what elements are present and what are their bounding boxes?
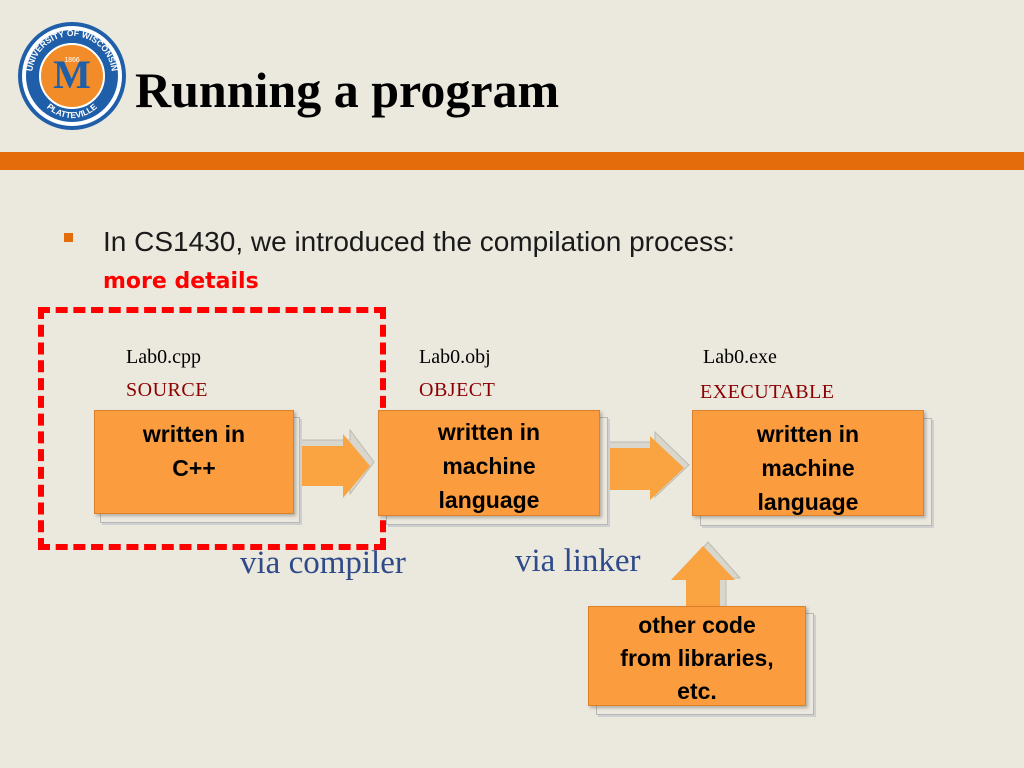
executable-box: written in machine language [692, 410, 924, 516]
executable-type-label: EXECUTABLE [700, 381, 835, 403]
via-compiler-caption: via compiler [240, 545, 406, 581]
title-divider [0, 152, 1024, 170]
via-linker-caption: via linker [515, 543, 641, 579]
more-details-emphasis: more details [103, 269, 259, 294]
source-type-label: SOURCE [126, 379, 208, 401]
source-filename: Lab0.cpp [126, 346, 201, 368]
logo-year: 1866 [64, 57, 80, 64]
object-box: written in machine language [378, 410, 600, 516]
logo-letter: M [53, 52, 91, 97]
libraries-box: other code from libraries, etc. [588, 606, 806, 706]
executable-filename: Lab0.exe [703, 346, 777, 368]
bullet-text: In CS1430, we introduced the compilation… [103, 226, 735, 257]
university-seal-logo: UNIVERSITY OF WISCONSIN PLATTEVILLE M 18… [18, 22, 126, 130]
object-type-label: OBJECT [419, 379, 496, 401]
bullet-square-icon [64, 233, 73, 242]
linker-arrow [600, 430, 690, 500]
object-filename: Lab0.obj [419, 346, 491, 368]
compiler-arrow [293, 428, 375, 498]
libraries-arrow [671, 541, 742, 609]
source-box: written in C++ [94, 410, 294, 514]
slide-title: Running a program [135, 62, 560, 118]
